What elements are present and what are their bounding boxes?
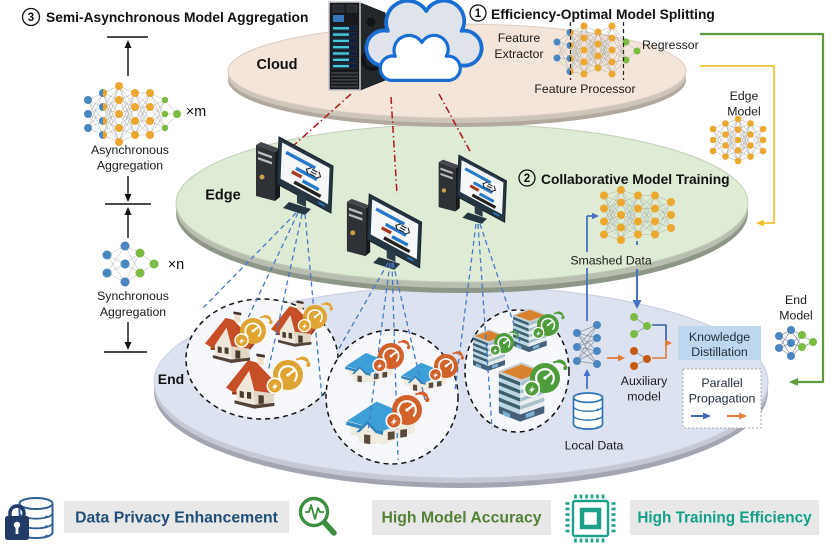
svg-text:Edge: Edge: [205, 188, 240, 204]
svg-text:Local Data: Local Data: [565, 439, 624, 453]
svg-text:model: model: [627, 390, 661, 404]
svg-text:Parallel: Parallel: [701, 376, 742, 390]
svg-text:Extractor: Extractor: [494, 47, 543, 61]
svg-text:×n: ×n: [168, 257, 185, 273]
svg-text:2: 2: [524, 173, 530, 185]
svg-text:3: 3: [28, 12, 34, 24]
svg-text:End: End: [785, 293, 807, 307]
svg-text:Distillation: Distillation: [691, 345, 748, 359]
svg-text:Model: Model: [727, 105, 761, 119]
svg-text:High Training Efficiency: High Training Efficiency: [637, 510, 812, 527]
svg-text:Edge: Edge: [730, 89, 759, 103]
svg-text:High Model Accuracy: High Model Accuracy: [381, 510, 541, 527]
svg-text:Feature Processor: Feature Processor: [534, 82, 635, 96]
svg-text:Knowledge: Knowledge: [689, 330, 750, 344]
svg-text:End: End: [158, 371, 184, 387]
svg-text:Data Privacy Enhancement: Data Privacy Enhancement: [75, 510, 279, 527]
svg-text:Model: Model: [779, 309, 813, 323]
svg-text:Cloud: Cloud: [256, 57, 297, 73]
svg-text:Propagation: Propagation: [689, 392, 756, 406]
svg-text:Smashed Data: Smashed Data: [570, 254, 652, 268]
svg-text:Aggregation: Aggregation: [100, 305, 166, 319]
svg-text:1: 1: [475, 8, 482, 20]
svg-text:Regressor: Regressor: [642, 38, 699, 52]
svg-text:Synchronous: Synchronous: [97, 289, 169, 303]
svg-text:Aggregation: Aggregation: [97, 159, 163, 173]
svg-text:×m: ×m: [186, 104, 207, 120]
svg-text:Feature: Feature: [498, 31, 541, 45]
svg-text:Semi-Asynchronous Model Aggreg: Semi-Asynchronous Model Aggregation: [46, 10, 308, 25]
svg-text:Asynchronous: Asynchronous: [91, 143, 169, 157]
svg-text:Efficiency-Optimal Model Split: Efficiency-Optimal Model Splitting: [491, 7, 715, 22]
svg-text:Collaborative Model Training: Collaborative Model Training: [541, 172, 730, 187]
svg-text:Auxiliary: Auxiliary: [621, 374, 668, 388]
